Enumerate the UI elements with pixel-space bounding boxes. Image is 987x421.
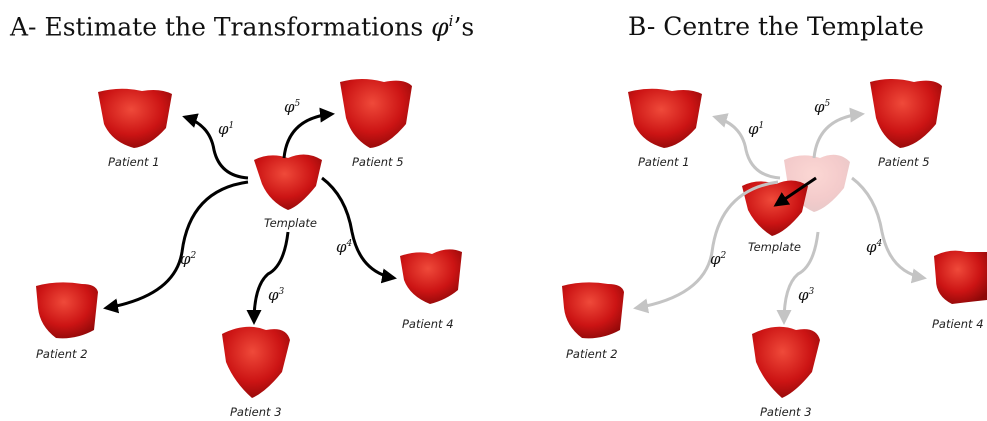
phi-1-label: φ1 [218,120,234,138]
panel-a-arrows [103,107,397,325]
phi-1-label: φ1 [748,120,764,138]
patient-5-label: Patient 5 [878,155,930,169]
patient-3-heart [752,326,820,398]
arrow-phi-3 [776,231,820,325]
patient-5-heart [340,79,412,148]
patient-2-label: Patient 2 [36,347,88,361]
patient-5-heart [870,79,942,148]
patient-2-heart [562,282,624,339]
patient-4-label: Patient 4 [932,317,984,331]
arrow-phi-4 [321,176,397,284]
panel-a-title-phi: φ [431,12,449,42]
patient-1-label: Patient 1 [638,155,690,169]
arrow-phi-2 [103,180,249,314]
template-heart [254,154,322,210]
patient-1-heart [628,88,702,148]
phi-4-label: φ4 [336,238,353,256]
patient-4-heart [934,250,987,304]
phi-2-label: φ2 [180,250,197,268]
arrow-phi-4 [851,176,927,284]
panel-a-diagram: φ1 φ5 φ2 φ3 φ4 Patient 1 Patient 5 Templ… [36,79,462,419]
patient-2-heart [36,282,98,339]
arrow-phi-5 [282,107,335,159]
template-label: Template [264,216,317,230]
patient-3-label: Patient 3 [760,405,812,419]
arrow-phi-5 [812,107,865,159]
phi-5-label: φ5 [814,98,831,116]
patient-1-heart [98,88,172,148]
phi-4-label: φ4 [866,238,883,256]
panel-b: B- Centre the Template [520,0,987,421]
patient-3-heart [222,326,290,398]
template-label: Template [748,240,801,254]
arrow-phi-1 [712,113,781,180]
patient-4-heart [400,249,462,304]
panel-b-title: B- Centre the Template [628,12,924,41]
panel-a-title: A- Estimate the Transformations φi’s [10,12,474,41]
phi-3-label: φ3 [798,286,815,304]
patient-1-label: Patient 1 [108,155,160,169]
centre-arrow [773,176,817,207]
arrow-phi-3 [246,231,290,325]
phi-2-label: φ2 [710,250,727,268]
patient-4-label: Patient 4 [402,317,454,331]
panel-b-arrows [633,107,927,325]
arrow-phi-1 [182,113,249,180]
panel-a: A- Estimate the Transformations φi’s [10,12,474,419]
phi-5-label: φ5 [284,98,301,116]
panel-a-title-suffix: ’s [453,12,475,42]
panel-b-diagram: φ1 φ5 φ2 φ3 φ4 Patient 1 Patient 5 Templ… [562,79,987,419]
panel-a-title-text: A- Estimate the Transformations [10,12,432,42]
patient-2-label: Patient 2 [566,347,618,361]
arrow-phi-2 [633,180,779,314]
patient-5-label: Patient 5 [352,155,404,169]
patient-3-label: Patient 3 [230,405,282,419]
panel-a-title-sup: i [448,12,454,30]
phi-3-label: φ3 [268,286,285,304]
